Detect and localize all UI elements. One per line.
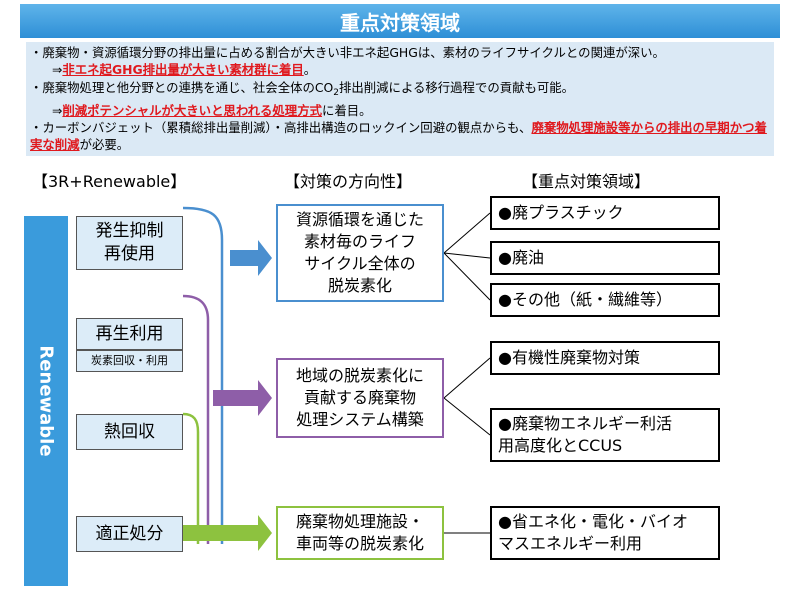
result-other-paper-fiber: ●その他（紙・繊維等） [490,283,720,317]
summary-line-1: ・廃棄物・資源循環分野の排出量に占める割合が大きい非エネ起GHGは、素材のライフ… [30,45,665,60]
result-waste-energy-ccus: ●廃棄物エネルギー利活 用高度化とCCUS [490,408,720,462]
source-recycle: 再生利用 [76,318,183,350]
renewable-bar: Renewable [24,216,68,586]
summary-line-2: ⇒非エネ起GHG排出量が大きい素材群に着目。 [52,62,317,78]
purple-arrow [213,380,272,416]
summary-box: ・廃棄物・資源循環分野の排出量に占める割合が大きい非エネ起GHGは、素材のライフ… [26,42,774,156]
direction-regional-system: 地域の脱炭素化に 貢献する廃棄物 処理システム構築 [276,358,444,438]
header-direction: 【対策の方向性】 [284,172,413,191]
source-reduce-reuse: 発生抑制 再使用 [76,216,183,270]
blue-arrow [230,240,272,276]
blue-bracket-line [182,206,224,544]
header-3r-renewable: 【3R+Renewable】 [32,172,187,191]
source-carbon-capture: 炭素回収・利用 [76,350,183,372]
direction-material-lifecycle: 資源循環を通じた 素材毎のライフ サイクル全体の 脱炭素化 [276,204,444,302]
result-waste-plastic: ●廃プラスチック [490,196,720,230]
renewable-label: Renewable [35,345,57,457]
result-energy-saving-electrification: ●省エネ化・電化・バイオ マスエネルギー利用 [490,506,720,560]
source-heat-recovery: 熱回収 [76,414,183,450]
green-bracket-line [182,412,200,544]
summary-line-5: ・カーボンバジェット（累積総排出量削減）・高排出構造のロックイン回避の観点からも… [30,120,767,153]
slide-title: 重点対策領域 [20,4,780,38]
source-proper-disposal: 適正処分 [76,516,183,552]
green-arrow [183,515,272,551]
result-organic-waste: ●有機性廃棄物対策 [490,341,720,375]
branch-lines [443,212,491,534]
summary-line-4: ⇒削減ポテンシャルが大きいと思われる処理方式に着目。 [52,102,372,118]
header-priority-area: 【重点対策領域】 [522,172,651,191]
purple-bracket-line [182,294,210,544]
result-waste-oil: ●廃油 [490,241,720,275]
summary-line-3: ・廃棄物処理と他分野との連携を通じ、社会全体のCO2排出削減による移行過程での貢… [30,79,575,98]
direction-facility-decarbonization: 廃棄物処理施設・ 車両等の脱炭素化 [276,506,444,560]
